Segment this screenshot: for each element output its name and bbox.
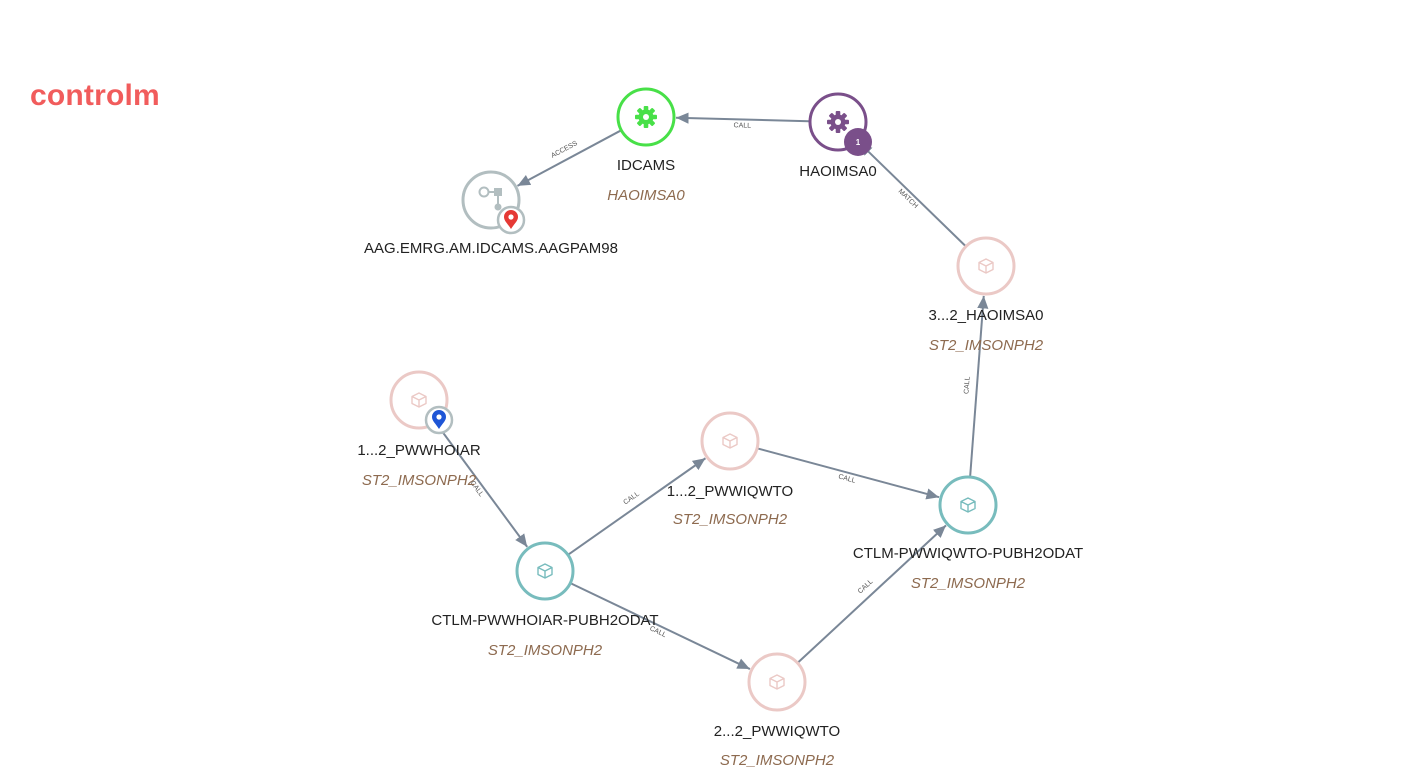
edge-ctlm1-j1b[interactable]: CALL	[568, 457, 707, 556]
node-sublabel: ST2_IMSONPH2	[362, 472, 477, 489]
node-label: CTLM-PWWHOIAR-PUBH2ODAT	[431, 612, 658, 629]
node-idcams[interactable]: IDCAMS HAOIMSA0	[607, 87, 685, 204]
node-aag-dataset[interactable]: AAG.EMRG.AM.IDCAMS.AAGPAM98	[364, 170, 618, 257]
cube-icon	[769, 674, 785, 690]
edge-j3-haoimsa0[interactable]: MATCH	[858, 142, 966, 247]
cube-icon	[978, 258, 994, 274]
node-label: 1...2_PWWHOIAR	[357, 442, 481, 459]
node-2-2-pwwiqwto[interactable]: 2...2_PWWIQWTO ST2_IMSONPH2	[714, 652, 840, 769]
edge-label: CALL	[733, 122, 751, 129]
app-title: controlm	[30, 79, 160, 112]
node-sublabel: ST2_IMSONPH2	[488, 642, 603, 659]
node-label: HAOIMSA0	[799, 163, 877, 180]
edge-ctlm2-j3[interactable]: CALL	[963, 295, 989, 477]
node-sublabel: ST2_IMSONPH2	[720, 752, 835, 769]
node-label: 1...2_PWWIQWTO	[667, 483, 793, 500]
edge-label: ACCESS	[550, 140, 579, 160]
node-sublabel: HAOIMSA0	[607, 187, 685, 204]
node-sublabel: ST2_IMSONPH2	[929, 337, 1044, 354]
edge-haoimsa0-idcams[interactable]: CALL	[675, 112, 810, 130]
gear-icon	[827, 111, 849, 133]
node-sublabel: ST2_IMSONPH2	[911, 575, 1026, 592]
edge-label: CALL	[622, 491, 640, 507]
node-sublabel: ST2_IMSONPH2	[673, 511, 788, 528]
svg-text:1: 1	[856, 138, 861, 147]
node-ctlm-pwwiqwto[interactable]: CTLM-PWWIQWTO-PUBH2ODAT ST2_IMSONPH2	[853, 475, 1083, 592]
dataset-icon	[478, 186, 502, 211]
edge-idcams-aag[interactable]: ACCESS	[516, 129, 621, 187]
node-1-2-pwwiqwto[interactable]: 1...2_PWWIQWTO ST2_IMSONPH2	[667, 411, 793, 528]
edge-j1b-ctlm2[interactable]: CALL	[757, 447, 940, 500]
cube-icon	[537, 563, 553, 579]
count-badge: 1	[844, 128, 872, 156]
node-ctlm-pwwhoiar[interactable]: CTLM-PWWHOIAR-PUBH2ODAT ST2_IMSONPH2	[431, 541, 659, 659]
cube-icon	[960, 497, 976, 513]
edge-label: CALL	[963, 376, 971, 394]
cube-icon	[411, 392, 427, 408]
cube-icon	[722, 433, 738, 449]
node-label: CTLM-PWWIQWTO-PUBH2ODAT	[853, 545, 1083, 562]
location-pin-icon[interactable]	[496, 205, 526, 235]
edge-label: CALL	[837, 473, 856, 484]
location-pin-icon[interactable]	[424, 405, 454, 435]
gear-icon	[635, 106, 657, 128]
node-label: 2...2_PWWIQWTO	[714, 723, 840, 740]
node-label: AAG.EMRG.AM.IDCAMS.AAGPAM98	[364, 240, 618, 257]
node-1-2-pwwhoiar[interactable]: 1...2_PWWHOIAR ST2_IMSONPH2	[357, 370, 481, 489]
node-label: IDCAMS	[617, 157, 675, 174]
node-label: 3...2_HAOIMSA0	[928, 307, 1043, 324]
